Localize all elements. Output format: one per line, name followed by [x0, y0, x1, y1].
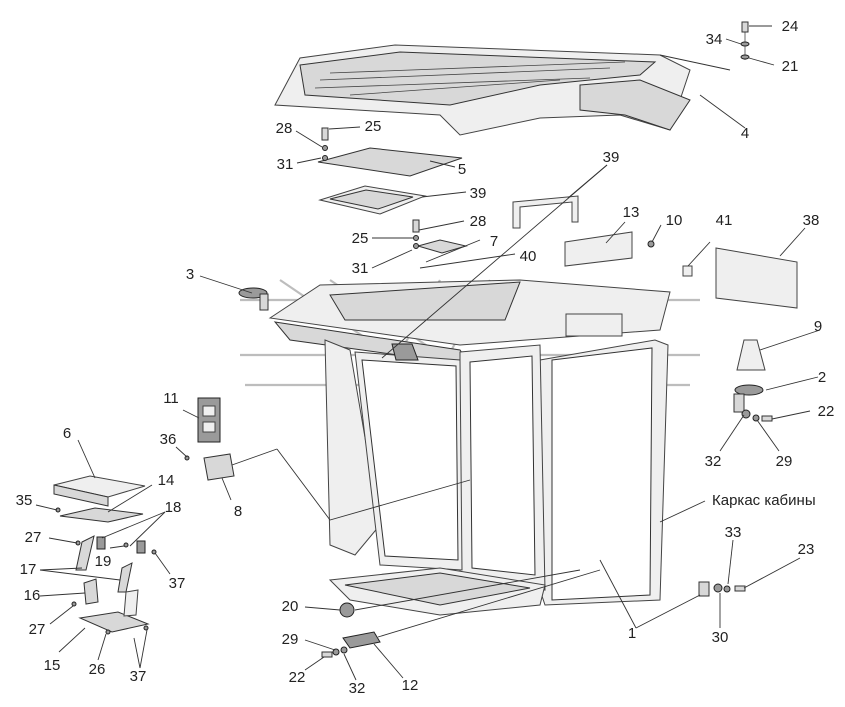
label-23: 23	[798, 541, 815, 558]
label-40: 40	[520, 248, 537, 265]
storage-tray	[53, 475, 146, 507]
label-25: 25	[365, 118, 382, 135]
door-latch	[342, 631, 381, 649]
mirror-bracket-left	[238, 287, 269, 311]
label-card	[682, 265, 693, 277]
switch-block	[197, 397, 221, 443]
label-28-lower: 28	[470, 213, 487, 230]
label-15: 15	[44, 657, 61, 674]
label-10: 10	[666, 212, 683, 229]
label-35: 35	[16, 492, 33, 509]
small-plate	[416, 239, 468, 254]
label-17: 17	[20, 561, 37, 578]
leader-lines	[35, 25, 821, 681]
label-16: 16	[24, 587, 41, 604]
part-labels: 24 34 21 4 28 25 31 5 39 39 28 25 7 31 4…	[16, 18, 835, 697]
label-22: 22	[818, 403, 835, 420]
label-11: 11	[163, 390, 179, 407]
label-24: 24	[782, 18, 799, 35]
label-25-lower: 25	[352, 230, 369, 247]
label-5: 5	[458, 161, 466, 178]
label-18: 18	[165, 499, 182, 516]
label-30: 30	[712, 629, 729, 646]
label-8: 8	[234, 503, 242, 520]
label-3: 3	[186, 266, 194, 283]
label-33: 33	[725, 524, 742, 541]
label-27-lower: 27	[29, 621, 46, 638]
beacon-light	[736, 339, 766, 371]
roof-hatch-plate	[317, 147, 463, 177]
label-39-bracket: 39	[603, 149, 620, 166]
label-39-gasket: 39	[470, 185, 487, 202]
label-21: 21	[782, 58, 799, 75]
hatch-gasket	[318, 185, 427, 215]
label-41: 41	[716, 212, 733, 229]
label-26: 26	[89, 661, 106, 678]
label-4: 4	[741, 125, 749, 142]
fasteners	[55, 21, 773, 658]
label-36: 36	[160, 431, 177, 448]
sun-shade-panel	[715, 247, 798, 309]
label-22-lower: 22	[289, 669, 306, 686]
bracket-strip	[512, 195, 579, 229]
label-27: 27	[25, 529, 42, 546]
label-2: 2	[818, 369, 826, 386]
label-19: 19	[95, 553, 112, 570]
label-32: 32	[705, 453, 722, 470]
label-6: 6	[63, 425, 71, 442]
mounting-bracket	[78, 589, 150, 633]
label-29-lower: 29	[282, 631, 299, 648]
hinge-plate	[83, 578, 99, 605]
cab-frame	[268, 279, 671, 616]
label-31-lower: 31	[352, 260, 369, 277]
label-1: 1	[628, 625, 636, 642]
label-13: 13	[623, 204, 640, 221]
label-12: 12	[402, 677, 419, 694]
label-38: 38	[803, 212, 820, 229]
label-34: 34	[706, 31, 723, 48]
side-panel	[564, 231, 633, 267]
label-37: 37	[169, 575, 186, 592]
roof-panel	[274, 44, 691, 136]
label-32-lower: 32	[349, 680, 366, 697]
grommet	[339, 602, 355, 618]
label-9: 9	[814, 318, 822, 335]
label-7: 7	[490, 233, 498, 250]
door-hinge-right	[698, 581, 710, 597]
label-37-lower: 37	[130, 668, 147, 685]
label-29: 29	[776, 453, 793, 470]
tray-mat	[59, 507, 144, 523]
label-cab-frame: Каркас кабины	[712, 492, 816, 509]
label-14: 14	[158, 472, 175, 489]
label-20: 20	[282, 598, 299, 615]
label-28: 28	[276, 120, 293, 137]
door-hinges	[75, 535, 146, 593]
label-31: 31	[277, 156, 294, 173]
switch-bracket	[203, 453, 235, 481]
mirror-bracket-right	[733, 384, 764, 413]
